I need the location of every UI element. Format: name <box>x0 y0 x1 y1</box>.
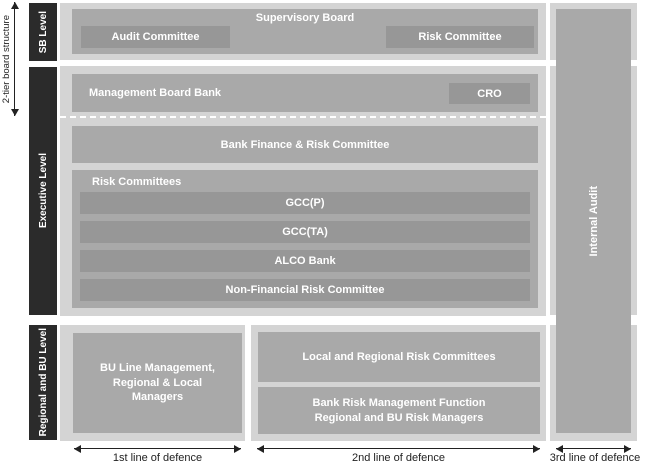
bu-line-management-line1: BU Line Management, <box>100 361 215 374</box>
management-board-bank-label: Management Board Bank <box>89 87 222 99</box>
risk-committee-row-gcc-p: GCC(P) <box>80 192 530 214</box>
risk-committee-box: Risk Committee <box>386 26 534 48</box>
third-line-label: 3rd line of defence <box>549 452 641 464</box>
audit-committee-box: Audit Committee <box>81 26 230 48</box>
bank-risk-function-line1: Bank Risk Management Function <box>312 396 486 409</box>
level-bar-sb-label: SB Level <box>37 10 49 54</box>
bank-risk-function-line2: Regional and BU Risk Managers <box>314 411 484 424</box>
management-board-bank-box: Management Board Bank CRO <box>72 74 538 112</box>
first-line-label: 1st line of defence <box>112 452 203 464</box>
risk-committees-group: Risk Committees GCC(P) GCC(TA) ALCO Bank… <box>72 170 538 308</box>
executive-level-container: Management Board Bank CRO Bank Finance &… <box>60 66 546 316</box>
level-bar-regional-label: Regional and BU Level <box>37 328 49 437</box>
bu-line-management-line2: Regional & Local <box>112 376 203 389</box>
second-line-arrow <box>257 445 540 453</box>
second-line-container: Local and Regional Risk Committees Bank … <box>251 325 546 441</box>
third-line-arrow <box>556 445 631 453</box>
supervisory-board-title: Supervisory Board <box>255 12 355 24</box>
risk-committees-group-label: Risk Committees <box>92 176 182 188</box>
internal-audit-label: Internal Audit <box>587 185 600 257</box>
board-structure-axis-text: 2-tier board structure <box>1 15 12 104</box>
level-bar-sb: SB Level <box>29 3 57 61</box>
sb-level-container: Supervisory Board Audit Committee Risk C… <box>60 3 546 60</box>
second-line-label: 2nd line of defence <box>352 452 445 464</box>
bank-risk-management-function-box: Bank Risk Management Function Regional a… <box>258 387 540 434</box>
cro-box: CRO <box>449 83 530 104</box>
first-line-container: BU Line Management, Regional & Local Man… <box>60 325 245 441</box>
board-structure-axis-label: 2-tier board structure <box>0 3 13 116</box>
internal-audit-box: Internal Audit <box>556 9 631 433</box>
bu-line-management-box: BU Line Management, Regional & Local Man… <box>73 333 242 433</box>
local-regional-risk-committees-box: Local and Regional Risk Committees <box>258 332 540 382</box>
management-separator-dashed-line <box>60 116 546 118</box>
level-bar-regional: Regional and BU Level <box>29 325 57 440</box>
first-line-arrow <box>74 445 241 453</box>
supervisory-board-box: Supervisory Board Audit Committee Risk C… <box>72 9 538 54</box>
bank-finance-risk-committee-box: Bank Finance & Risk Committee <box>72 126 538 163</box>
level-bar-executive-label: Executive Level <box>37 153 49 229</box>
bu-line-management-line3: Managers <box>131 391 184 404</box>
risk-committee-row-alco-bank: ALCO Bank <box>80 250 530 272</box>
risk-committee-row-gcc-ta: GCC(TA) <box>80 221 530 243</box>
level-bar-executive: Executive Level <box>29 67 57 315</box>
risk-committee-row-non-financial: Non-Financial Risk Committee <box>80 279 530 301</box>
board-structure-axis-arrow <box>11 2 19 116</box>
